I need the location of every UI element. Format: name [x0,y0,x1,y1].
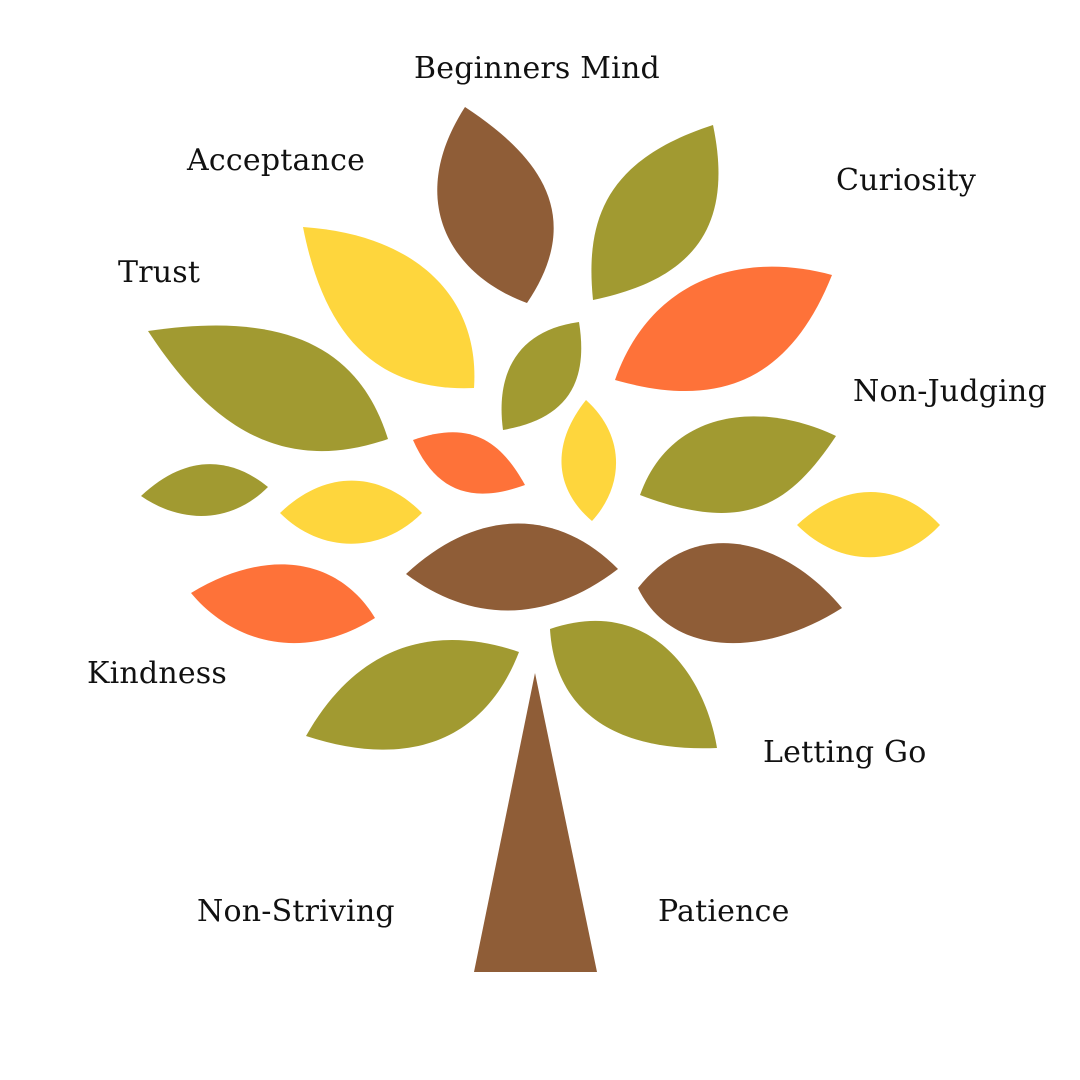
leaf-yellow-small-right [797,491,940,558]
label-beginners-mind: Beginners Mind [414,51,660,86]
leaf-orange-lower-left [191,564,375,644]
leaf-olive-top-right [591,125,719,300]
leaf-olive-center-small [501,322,582,430]
label-trust: Trust [118,255,201,290]
label-acceptance: Acceptance [187,143,366,178]
leaf-olive-bottom-right [550,620,717,749]
label-patience: Patience [658,894,790,929]
label-non-striving: Non-Striving [197,894,395,929]
leaf-brown-top [437,107,554,303]
label-non-judging: Non-Judging [853,374,1047,409]
leaf-yellow-upper-left [303,227,475,389]
label-curiosity: Curiosity [836,163,977,198]
label-kindness: Kindness [87,656,227,691]
leaf-orange-upper-right [615,266,832,392]
leaf-yellow-small-left [280,480,422,544]
leaf-olive-bottom-left [306,640,519,750]
leaf-olive-left-large [148,325,388,452]
leaf-yellow-center-small [561,400,617,521]
leaf-olive-right-mid [640,416,836,513]
tree-trunk [474,673,597,972]
leaf-brown-lower-right [638,543,842,644]
label-letting-go: Letting Go [763,735,927,770]
leaf-olive-small-left [141,464,268,516]
leaf-orange-center-small [413,432,525,494]
leaf-brown-center [406,523,618,611]
